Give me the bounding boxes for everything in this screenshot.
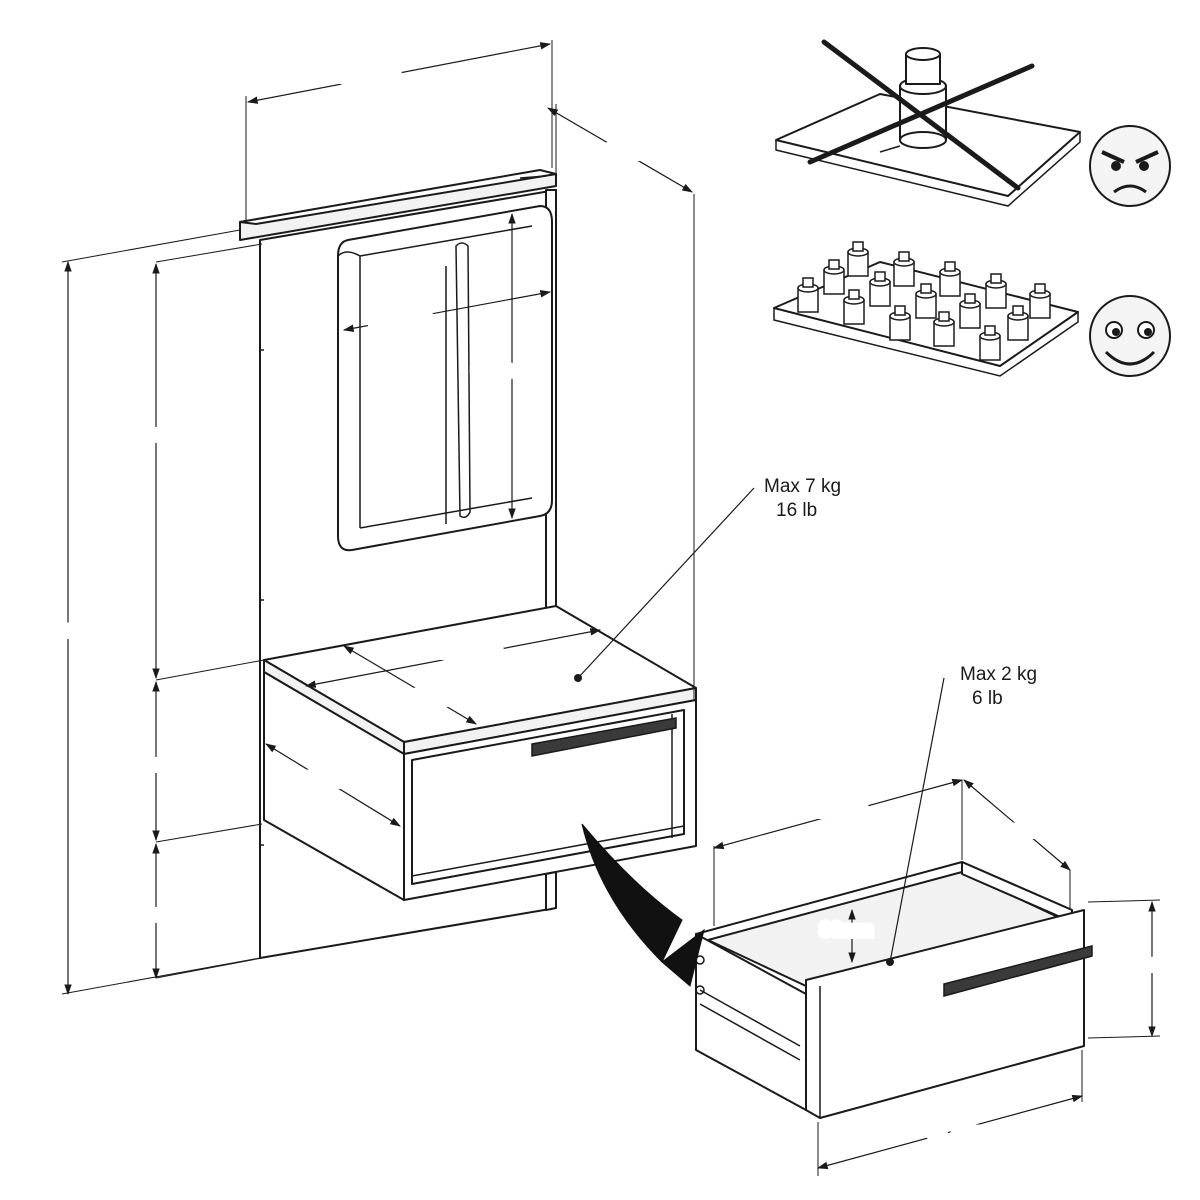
- label-top-load-lb: 16 lb: [776, 500, 817, 521]
- small-weight-icon: [959, 293, 981, 329]
- small-weight-icon: [823, 259, 845, 295]
- label-side-depth: 329mm: [282, 770, 345, 791]
- distributed-weights-icon: [773, 241, 1079, 377]
- small-weight-icon: [915, 283, 937, 319]
- drawer-handle-installed: [531, 717, 677, 757]
- drawer-front-removed: [805, 909, 1085, 1119]
- small-weight-icon: [869, 271, 891, 307]
- label-mirror-height: 390mm: [472, 360, 535, 381]
- label-total-height: 946mm: [22, 620, 85, 641]
- label-width-top: 430mm: [338, 68, 401, 89]
- small-weight-icon: [797, 277, 819, 313]
- label-upper-height: 545mm: [116, 424, 179, 445]
- label-top-load-kg: Max 7 kg: [764, 476, 841, 497]
- heavy-weight-crossed-icon: [775, 39, 1081, 207]
- label-drawer-depth: 263mm: [980, 820, 1043, 841]
- drawer-handle-removed: [943, 945, 1093, 997]
- removal-arrow-icon: [581, 823, 705, 987]
- happy-face-icon: [1089, 295, 1171, 377]
- label-drawer-width-top: 348mm: [804, 800, 867, 821]
- main-unit: [239, 169, 697, 959]
- dimension-labels: 430mm 363mm 288mm 390mm 545mm 946mm 413m…: [19, 65, 1176, 1146]
- label-drawer-load-lb: 6 lb: [972, 688, 1003, 709]
- label-cabinet-height: 209mm: [116, 754, 179, 775]
- label-mirror-width: 288mm: [370, 310, 433, 331]
- small-weight-icon: [939, 261, 961, 297]
- small-weight-icon: [979, 325, 1001, 361]
- removed-drawer: [695, 861, 1093, 1119]
- label-shelf-depth: 330mm: [390, 688, 453, 709]
- label-drawer-load-kg: Max 2 kg: [960, 664, 1037, 685]
- dimension-lines: [61, 40, 1161, 1176]
- small-weight-icon: [1007, 305, 1029, 341]
- angry-face-icon: [1089, 125, 1171, 207]
- small-weight-icon: [889, 305, 911, 341]
- label-shelf-width: 413mm: [440, 644, 503, 665]
- label-drawer-width-bottom: 377mm: [928, 1122, 991, 1143]
- label-drawer-front-height: 172mm: [1110, 954, 1173, 975]
- small-weight-icon: [985, 273, 1007, 309]
- small-weight-icon: [893, 251, 915, 287]
- label-depth-top: 363mm: [584, 142, 647, 163]
- small-weight-icon: [933, 311, 955, 347]
- small-weight-icon: [1029, 283, 1051, 319]
- support-leg: [545, 871, 557, 911]
- label-drawer-inner-height: 86mm: [820, 920, 873, 941]
- small-weight-icon: [847, 241, 869, 277]
- label-bottom-height: 176mm: [116, 904, 179, 925]
- small-weight-icon: [843, 289, 865, 325]
